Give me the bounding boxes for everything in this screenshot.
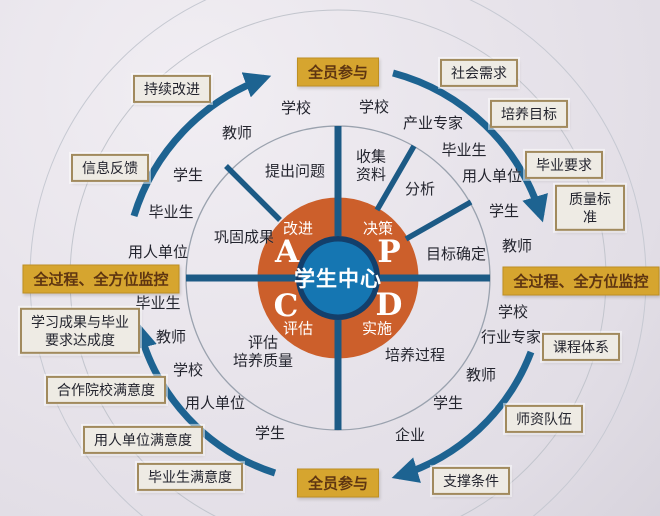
outlined-box: 课程体系 — [542, 332, 620, 362]
participant-label: 用人单位 — [127, 243, 189, 261]
cycle-arrow-topright — [392, 69, 548, 223]
process-label: 培养过程 — [384, 346, 446, 364]
participant-label: 教师 — [155, 328, 187, 346]
outlined-box: 毕业生满意度 — [137, 462, 243, 492]
participant-label: 学生 — [432, 394, 464, 412]
outlined-box: 信息反馈 — [71, 153, 149, 183]
process-label: 收集 资料 — [355, 148, 387, 184]
gold-box: 全过程、全方位监控 — [502, 266, 660, 296]
outlined-box: 支撑条件 — [432, 466, 510, 496]
outlined-box: 质量标准 — [555, 184, 625, 232]
participant-label: 学校 — [497, 303, 529, 321]
pdca-letter-D: D — [375, 287, 403, 323]
outlined-box: 用人单位满意度 — [83, 425, 203, 455]
spoke-upleft — [224, 164, 282, 222]
participant-label: 学校 — [280, 99, 312, 117]
process-label: 目标确定 — [425, 245, 487, 263]
gold-box: 全员参与 — [296, 468, 380, 498]
pdca-label-A: 改进 — [282, 220, 314, 238]
outlined-box: 师资队伍 — [505, 404, 583, 434]
pdca-label-P: 决策 — [362, 220, 394, 238]
cycle-arrow-topleft — [130, 72, 272, 218]
participant-label: 用人单位 — [184, 394, 246, 412]
participant-label: 毕业生 — [441, 141, 487, 159]
cycle-arrow-bottomright — [391, 350, 535, 483]
outlined-box: 毕业要求 — [525, 150, 603, 180]
spoke-30deg — [404, 199, 473, 242]
outlined-box: 培养目标 — [490, 99, 568, 129]
outlined-box: 持续改进 — [133, 74, 211, 104]
participant-label: 学校 — [172, 361, 204, 379]
gold-box: 全员参与 — [296, 57, 380, 87]
participant-label: 教师 — [465, 366, 497, 384]
participant-label: 教师 — [501, 237, 533, 255]
pdca-letter-A: A — [274, 234, 300, 270]
participant-label: 毕业生 — [148, 203, 194, 221]
participant-label: 学生 — [172, 166, 204, 184]
participant-label: 学校 — [358, 98, 390, 116]
participant-label: 用人单位 — [461, 167, 523, 185]
process-label: 分析 — [404, 180, 436, 198]
pdca-label-C: 评估 — [282, 320, 314, 338]
outlined-box: 合作院校满意度 — [46, 375, 166, 405]
gold-box: 全过程、全方位监控 — [22, 264, 180, 294]
center-label: 学生中心 — [294, 268, 382, 291]
cycle-arrow-bottomleft — [130, 321, 277, 477]
process-label: 提出问题 — [264, 162, 326, 180]
participant-label: 产业专家 — [402, 114, 464, 132]
participant-label: 行业专家 — [480, 328, 542, 346]
pdca-letter-C: C — [273, 288, 299, 324]
spoke-60deg — [374, 144, 417, 212]
pdca-letter-P: P — [377, 234, 401, 270]
participant-label: 教师 — [221, 124, 253, 142]
outlined-box: 社会需求 — [440, 58, 518, 88]
outlined-box: 学习成果与毕业 要求达成度 — [20, 307, 140, 355]
participant-label: 毕业生 — [135, 294, 181, 312]
student-center-circle-inner — [301, 241, 375, 315]
participant-label: 学生 — [254, 424, 286, 442]
process-label: 评估 培养质量 — [232, 334, 294, 370]
pdca-label-D: 实施 — [361, 320, 393, 338]
participant-label: 学生 — [488, 202, 520, 220]
participant-label: 企业 — [394, 426, 426, 444]
process-label: 巩固成果 — [213, 228, 275, 246]
